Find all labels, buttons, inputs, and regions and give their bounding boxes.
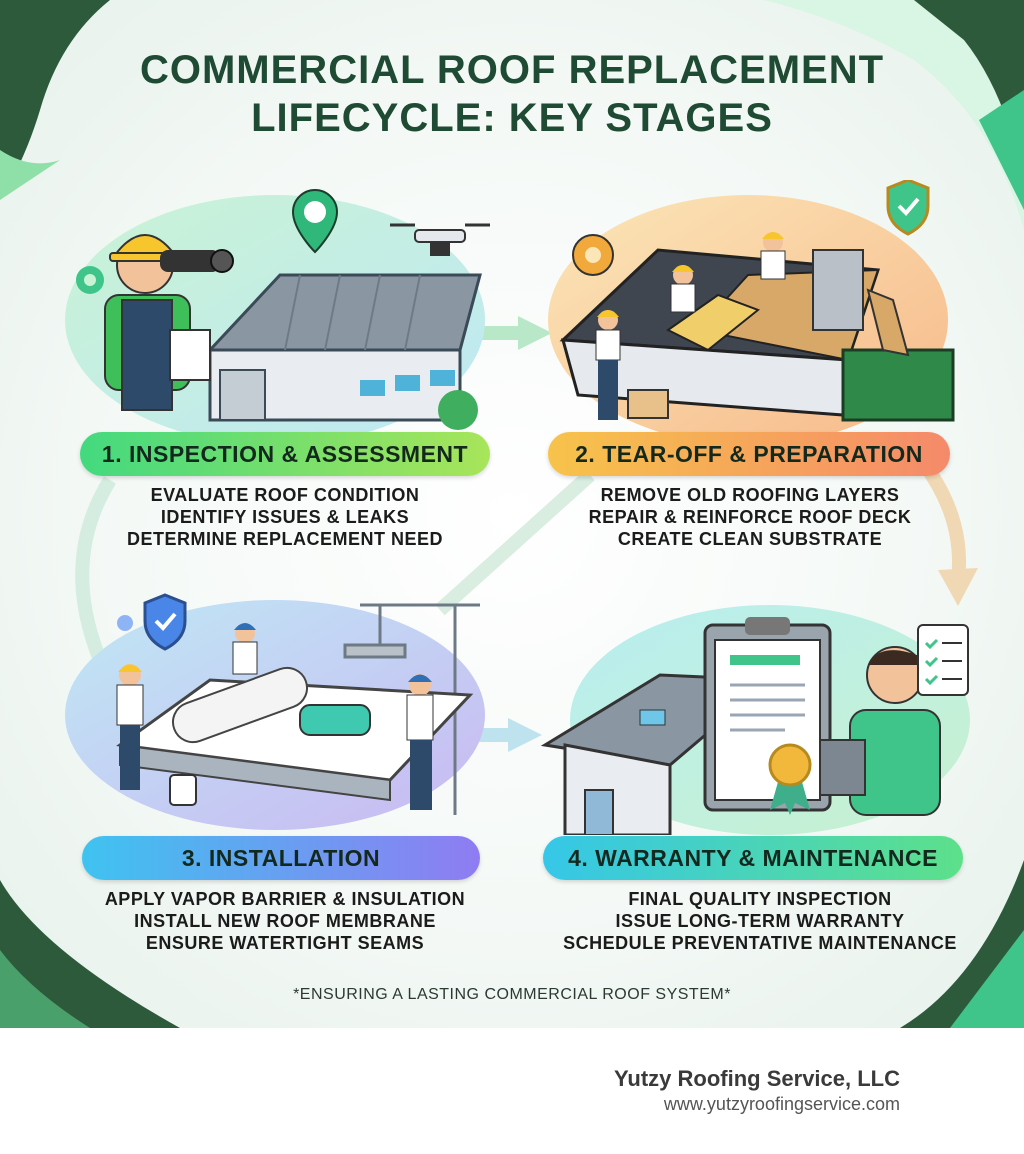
installation-illustration [65, 593, 485, 830]
stage-4-bullet: SCHEDULE PREVENTATIVE MAINTENANCE [563, 933, 957, 953]
corner-top-left [0, 0, 110, 200]
corner-top-right [764, 0, 1024, 230]
location-pin-icon [291, 188, 339, 254]
footer-brand: Yutzy Roofing Service, LLC www.yutzyroof… [614, 1066, 900, 1115]
shield-check-icon [886, 180, 930, 236]
page-title: COMMERCIAL ROOF REPLACEMENT LIFECYCLE: K… [0, 46, 1024, 142]
stage-4-description: FINAL QUALITY INSPECTION ISSUE LONG-TERM… [530, 888, 990, 954]
stage-1-bullet: IDENTIFY ISSUES & LEAKS [160, 507, 410, 527]
stage-4-bullet: ISSUE LONG-TERM WARRANTY [615, 911, 905, 931]
stage-3-bullet: ENSURE WATERTIGHT SEAMS [145, 933, 425, 953]
stage-2-bullet: REPAIR & REINFORCE ROOF DECK [588, 507, 912, 527]
stage-3-bullet: APPLY VAPOR BARRIER & INSULATION [104, 889, 466, 909]
stage-3-description: APPLY VAPOR BARRIER & INSULATION INSTALL… [60, 888, 510, 954]
tagline: *ENSURING A LASTING COMMERCIAL ROOF SYST… [293, 986, 731, 1003]
award-ribbon-icon [768, 743, 812, 815]
clipboard-checklist-icon [917, 624, 969, 696]
stage-2-description: REMOVE OLD ROOFING LAYERS REPAIR & REINF… [535, 484, 965, 550]
inspection-illustration [65, 188, 490, 440]
stage-1-description: EVALUATE ROOF CONDITION IDENTIFY ISSUES … [60, 484, 510, 550]
stage-4-label: 4. WARRANTY & MAINTENANCE [543, 836, 963, 880]
company-name: Yutzy Roofing Service, LLC [613, 1066, 900, 1091]
corner-bottom-right [900, 860, 1024, 1028]
stage-2-bullet: CREATE CLEAN SUBSTRATE [617, 529, 883, 549]
stage-1-label: 1. INSPECTION & ASSESSMENT [80, 432, 490, 476]
shield-check-icon [143, 593, 187, 651]
title-line-1: COMMERCIAL ROOF REPLACEMENT [139, 48, 885, 92]
gear-icon [572, 234, 614, 276]
corner-bottom-left [0, 880, 180, 1028]
tear-off-illustration [548, 180, 955, 440]
stage-2-bullet: REMOVE OLD ROOFING LAYERS [600, 485, 900, 505]
company-url: www.yutzyroofingservice.com [663, 1094, 900, 1114]
gear-icon [76, 266, 104, 294]
drone-icon [390, 223, 490, 256]
stage-1-bullet: EVALUATE ROOF CONDITION [150, 485, 420, 505]
stage-2-label: 2. TEAR-OFF & PREPARATION [548, 432, 950, 476]
stage-3-bullet: INSTALL NEW ROOF MEMBRANE [134, 911, 436, 931]
infographic-canvas: COMMERCIAL ROOF REPLACEMENT LIFECYCLE: K… [0, 0, 1024, 1028]
title-line-2: LIFECYCLE: KEY STAGES [251, 96, 773, 140]
stage-3-label: 3. INSTALLATION [82, 836, 480, 880]
flow-arrows [75, 316, 978, 752]
stage-1-bullet: DETERMINE REPLACEMENT NEED [126, 529, 444, 549]
warranty-illustration [540, 605, 970, 835]
stage-4-bullet: FINAL QUALITY INSPECTION [628, 889, 892, 909]
